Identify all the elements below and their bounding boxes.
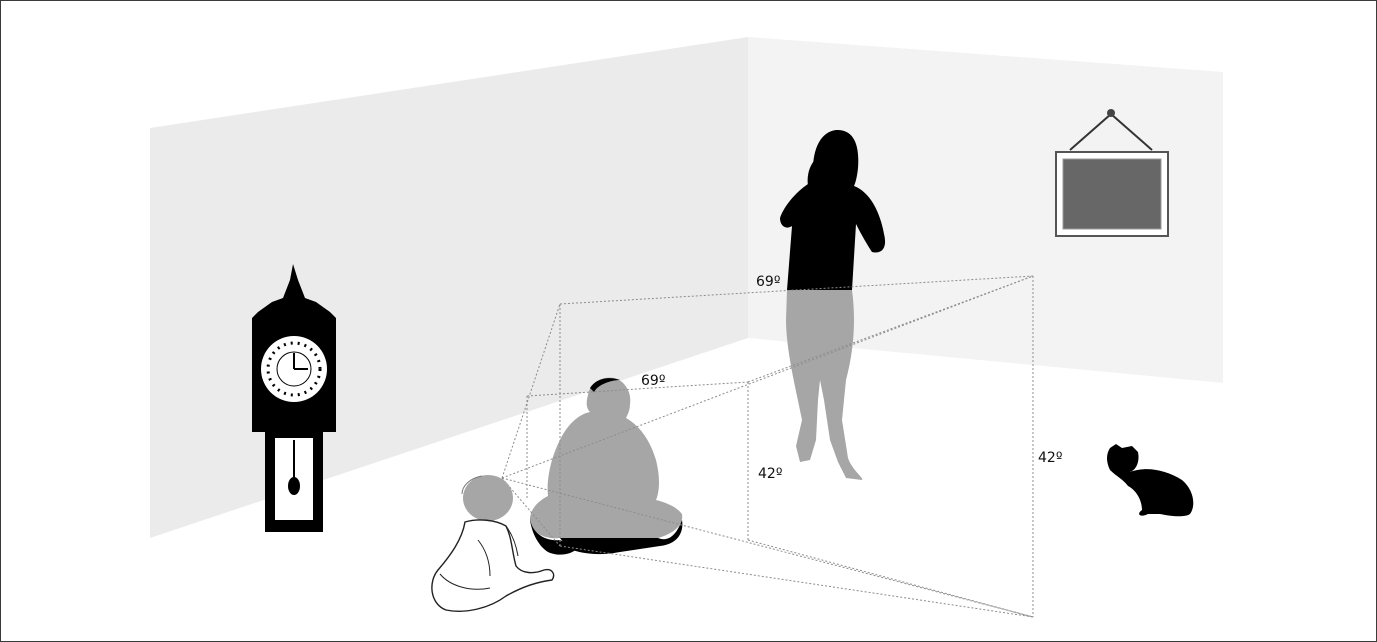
far-horizontal-angle-label: 69º	[756, 274, 780, 290]
cat-icon	[1107, 444, 1193, 516]
sitting-adult-icon	[530, 378, 682, 555]
left-wall	[150, 37, 748, 538]
near-horizontal-angle-label: 69º	[641, 373, 665, 389]
far-vertical-angle-label: 42º	[1038, 450, 1062, 466]
near-vertical-angle-label: 42º	[758, 466, 782, 482]
infant-icon	[432, 475, 554, 611]
